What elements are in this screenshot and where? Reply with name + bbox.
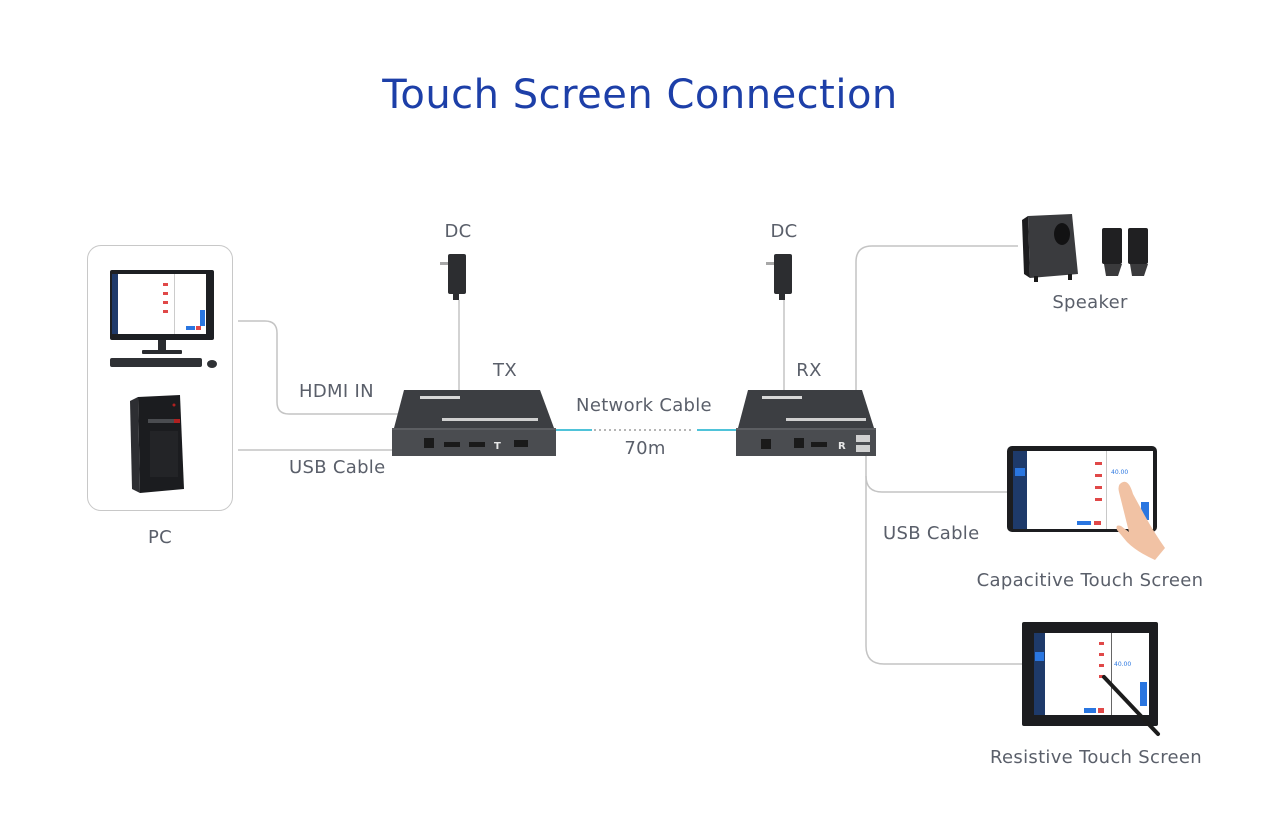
tower-icon: [130, 395, 184, 493]
dc-tx-label: DC: [444, 221, 472, 242]
tx-extender-device: T: [392, 390, 556, 456]
svg-text:40.00: 40.00: [1114, 661, 1131, 668]
monitor-icon: [110, 270, 217, 368]
power-adapter-icon: [440, 254, 466, 300]
audio-out-port: [794, 438, 804, 448]
capacitive-touch-screen-icon: 40.00: [1007, 446, 1165, 560]
dc-rx-label: DC: [770, 221, 798, 242]
capacitive-touch-screen-label: Capacitive Touch Screen: [976, 570, 1204, 591]
usb-port: [856, 435, 870, 442]
hdmi-output-port: [444, 442, 460, 447]
usb-port: [514, 440, 528, 447]
speaker-label: Speaker: [1052, 292, 1128, 313]
speaker-wire: [855, 245, 1018, 392]
usb-cable-pc-label: USB Cable: [289, 457, 386, 478]
pc-group-box: [87, 245, 233, 511]
speaker-icon: [1022, 214, 1148, 282]
usb-port: [856, 445, 870, 452]
rx-extender-device: R: [736, 390, 876, 456]
hdmi-in-wire: [238, 320, 398, 415]
tx-label: TX: [493, 360, 517, 381]
usb-cable-rx-label: USB Cable: [883, 523, 980, 544]
hdmi-in-label: HDMI IN: [299, 381, 374, 402]
network-cable-label: Network Cable: [576, 395, 712, 416]
pc-label: PC: [147, 527, 173, 548]
diagram-title: Touch Screen Connection: [382, 72, 898, 118]
power-adapter-icon: [766, 254, 792, 300]
rx-label: RX: [796, 360, 822, 381]
distance-label: 70m: [624, 438, 666, 459]
usb-resistive-wire: [865, 476, 1024, 665]
hdmi-input-port: [469, 442, 485, 447]
svg-text:T: T: [494, 441, 501, 452]
dc-port: [424, 438, 434, 448]
hdmi-output-port: [811, 442, 827, 447]
dc-port: [761, 439, 771, 449]
resistive-touch-screen-label: Resistive Touch Screen: [990, 747, 1202, 768]
svg-text:R: R: [838, 441, 846, 452]
svg-text:40.00: 40.00: [1111, 469, 1128, 476]
resistive-touch-screen-icon: 40.00: [1022, 622, 1160, 736]
usb-capacitive-wire: [865, 455, 1010, 493]
